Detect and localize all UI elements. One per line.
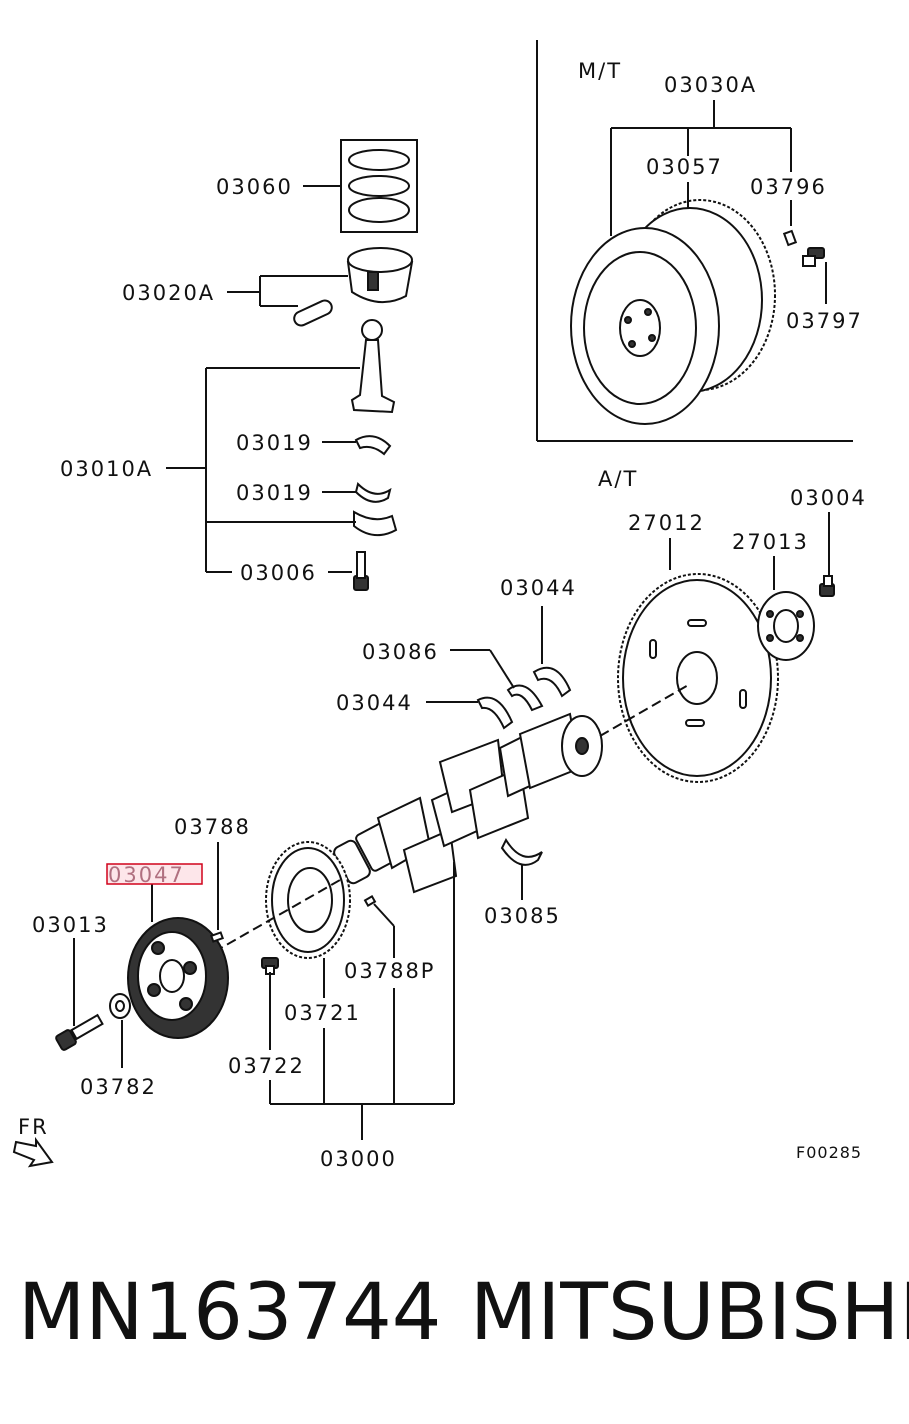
piston[interactable]	[346, 247, 414, 303]
connecting-rod[interactable]	[350, 319, 396, 414]
crank-sprocket[interactable]	[265, 841, 351, 959]
label-03000[interactable]: 03000	[320, 1147, 397, 1171]
flywheel-bolt-mt-icon[interactable]	[802, 247, 825, 267]
label-03019-b[interactable]: 03019	[236, 481, 313, 505]
label-at: A/T	[598, 467, 638, 491]
brand-name: MITSUBISHI	[470, 1268, 909, 1358]
label-03013[interactable]: 03013	[32, 913, 109, 937]
label-03019-a[interactable]: 03019	[236, 431, 313, 455]
label-03044-a[interactable]: 03044	[500, 576, 577, 600]
rod-cap[interactable]	[353, 510, 398, 537]
label-fr: FR	[18, 1115, 49, 1139]
adapter-plate[interactable]	[757, 591, 815, 661]
main-bearing-lower[interactable]	[476, 696, 514, 730]
label-03030a[interactable]: 03030A	[664, 73, 757, 97]
label-03797[interactable]: 03797	[786, 309, 863, 333]
label-mt: M/T	[578, 59, 622, 83]
sprocket-bolt-icon[interactable]	[261, 957, 279, 975]
front-arrow-icon	[12, 1136, 54, 1168]
bearing-03019-a[interactable]	[354, 435, 392, 456]
rod-bolt-icon[interactable]	[353, 551, 369, 591]
label-03044-b[interactable]: 03044	[336, 691, 413, 715]
figure-code: F00285	[796, 1143, 862, 1162]
pulley-washer[interactable]	[109, 993, 131, 1019]
pulley-bolt-icon[interactable]	[55, 1013, 104, 1051]
label-27013[interactable]: 27013	[732, 530, 809, 554]
drive-plate-bolt-icon[interactable]	[819, 575, 835, 597]
crank-pulley[interactable]	[127, 917, 229, 1039]
flywheel-mt[interactable]	[570, 199, 776, 425]
part-number: MN163744	[18, 1268, 442, 1358]
sprocket-key-icon[interactable]	[363, 895, 377, 907]
main-bearing-upper[interactable]	[532, 666, 572, 698]
label-03788p[interactable]: 03788P	[344, 959, 435, 983]
label-03006[interactable]: 03006	[240, 561, 317, 585]
label-03060[interactable]: 03060	[216, 175, 293, 199]
crankshaft[interactable]	[332, 712, 603, 894]
label-03796[interactable]: 03796	[750, 175, 827, 199]
pulley-key-icon[interactable]	[209, 931, 225, 943]
piston-rings[interactable]	[340, 139, 418, 233]
label-03020a[interactable]: 03020A	[122, 281, 215, 305]
label-03085[interactable]: 03085	[484, 904, 561, 928]
label-03047[interactable]: 03047	[108, 863, 185, 887]
label-03722[interactable]: 03722	[228, 1054, 305, 1078]
highlight-box	[106, 863, 203, 885]
thrust-bearing[interactable]	[506, 684, 544, 712]
mt-frame	[536, 40, 853, 442]
label-03721[interactable]: 03721	[284, 1001, 361, 1025]
label-03782[interactable]: 03782	[80, 1075, 157, 1099]
bearing-03019-b[interactable]	[354, 482, 392, 503]
piston-pin[interactable]	[292, 298, 334, 328]
label-03004[interactable]: 03004	[790, 486, 867, 510]
label-03057[interactable]: 03057	[646, 155, 723, 179]
label-03086[interactable]: 03086	[362, 640, 439, 664]
label-03010a[interactable]: 03010A	[60, 457, 153, 481]
label-27012[interactable]: 27012	[628, 511, 705, 535]
ring-gear-pin-icon[interactable]	[782, 229, 798, 247]
drive-plate-at[interactable]	[617, 573, 779, 783]
label-03788[interactable]: 03788	[174, 815, 251, 839]
main-bearing-03085[interactable]	[500, 837, 543, 866]
